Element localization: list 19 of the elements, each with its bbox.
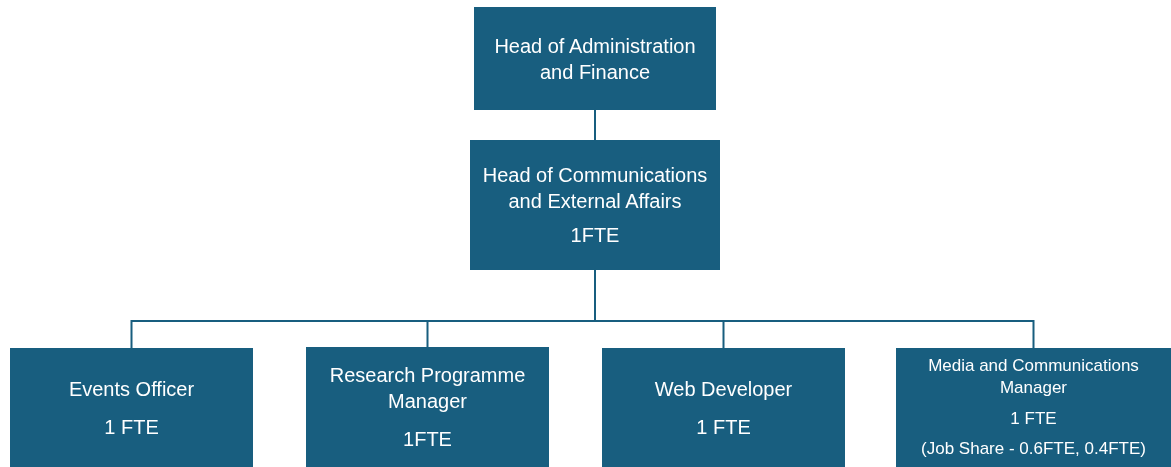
role-box xyxy=(602,348,845,467)
role-detail: 1 FTE xyxy=(104,414,159,440)
connector-line xyxy=(594,109,596,141)
role-title: Events Officer xyxy=(68,376,195,402)
role-detail: 1 FTE xyxy=(696,414,751,440)
role-title: Head of Communications and External Affairs xyxy=(481,163,709,214)
role-detail: 1 FTE xyxy=(1010,407,1057,430)
role-detail: 1FTE xyxy=(403,427,452,452)
role-title: Head of Administration and Finance xyxy=(493,33,697,85)
role-title: Media and Communications Manager xyxy=(927,355,1140,400)
role-box xyxy=(306,347,549,467)
role-title: Web Developer xyxy=(654,376,793,402)
role-box xyxy=(474,7,716,110)
role-detail: (Job Share - 0.6FTE, 0.4FTE) xyxy=(921,437,1146,460)
role-box xyxy=(470,140,720,270)
role-box xyxy=(896,348,1171,467)
role-box xyxy=(10,348,253,467)
role-title: Research Programme Manager xyxy=(328,363,527,414)
role-detail: 1FTE xyxy=(570,223,620,248)
